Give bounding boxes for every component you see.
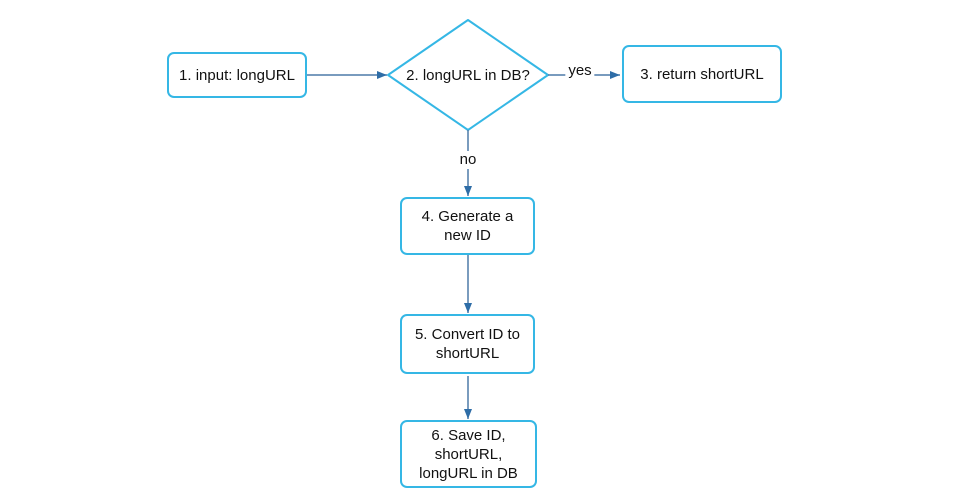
node-generate-new-id: 4. Generate a new ID: [400, 197, 535, 255]
node-save-to-db: 6. Save ID, shortURL, longURL in DB: [400, 420, 537, 488]
edge-label-no: no: [456, 151, 480, 169]
node-input-longurl: 1. input: longURL: [167, 52, 307, 98]
edge-label-yes: yes: [565, 62, 595, 80]
node-return-shorturl: 3. return shortURL: [622, 45, 782, 103]
decision-diamond-shape: [387, 19, 549, 131]
node-convert-id-to-shorturl: 5. Convert ID to shortURL: [400, 314, 535, 374]
